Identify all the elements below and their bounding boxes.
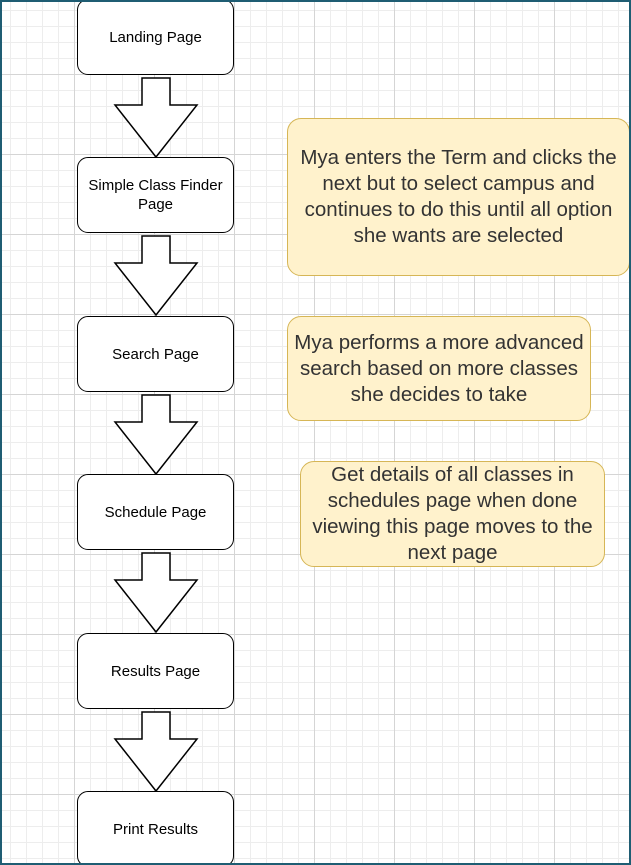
step-label: Landing Page xyxy=(109,28,202,46)
step-label: Schedule Page xyxy=(104,503,207,521)
step-simple-class-finder-page[interactable]: Simple Class Finder Page xyxy=(77,157,234,233)
step-results-page[interactable]: Results Page xyxy=(77,633,234,709)
step-label: Search Page xyxy=(112,345,199,363)
step-print-results[interactable]: Print Results xyxy=(77,791,234,863)
arrow-search-to-schedule xyxy=(113,394,199,476)
arrow-schedule-to-results xyxy=(113,552,199,634)
note-schedule-page[interactable]: Get details of all classes in schedules … xyxy=(300,461,605,567)
arrow-results-to-print xyxy=(113,711,199,793)
step-schedule-page[interactable]: Schedule Page xyxy=(77,474,234,550)
step-label: Simple Class Finder Page xyxy=(88,177,223,213)
note-simple-class-finder[interactable]: Mya enters the Term and clicks the next … xyxy=(287,118,629,276)
note-text: Mya performs a more advanced search base… xyxy=(294,330,584,406)
note-search-page[interactable]: Mya performs a more advanced search base… xyxy=(287,316,591,421)
step-search-page[interactable]: Search Page xyxy=(77,316,234,392)
step-landing-page[interactable]: Landing Page xyxy=(77,2,234,75)
step-label: Print Results xyxy=(112,820,199,838)
step-label: Results Page xyxy=(110,662,201,680)
arrow-landing-to-simple-finder xyxy=(113,77,199,159)
note-text: Mya enters the Term and clicks the next … xyxy=(300,146,617,247)
note-text: Get details of all classes in schedules … xyxy=(312,463,593,564)
arrow-simple-finder-to-search xyxy=(113,235,199,317)
